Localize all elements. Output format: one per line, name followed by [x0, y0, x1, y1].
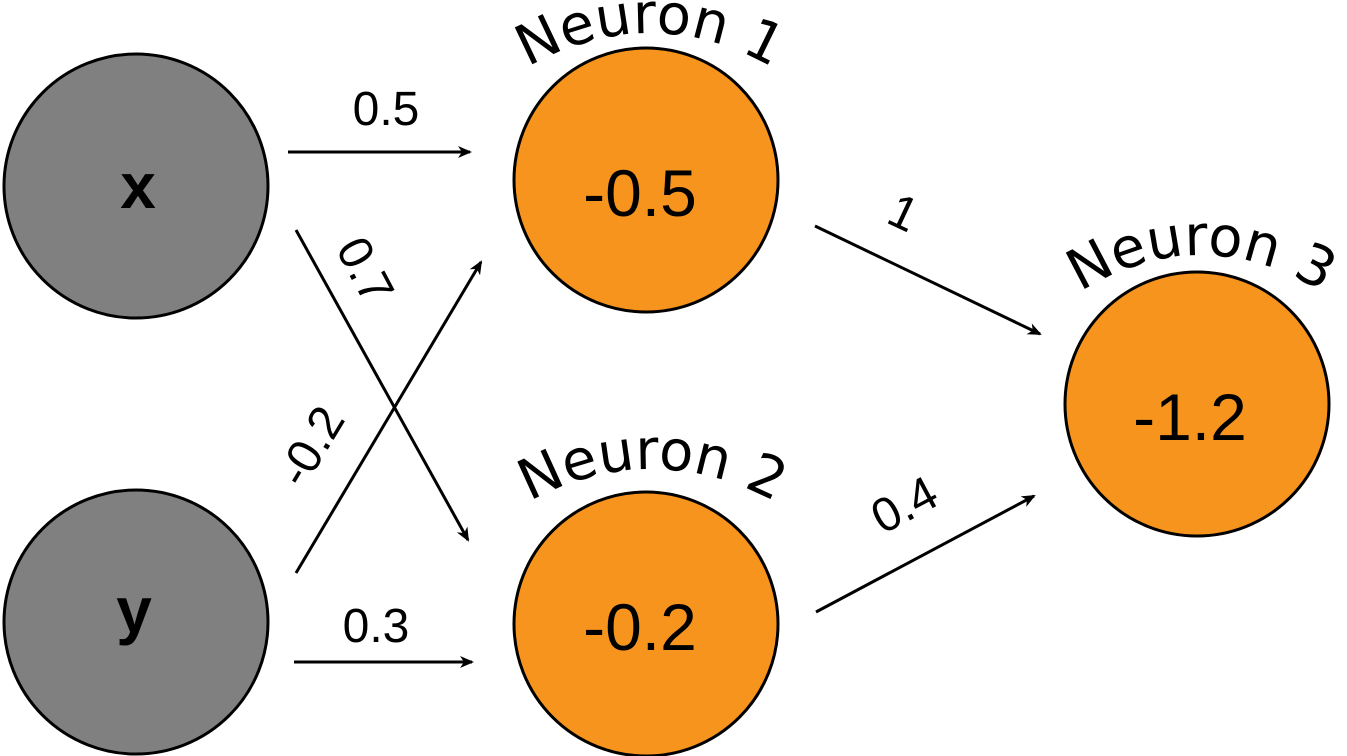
- neuron-2-value: -0.2: [583, 590, 697, 664]
- edge-neuron-1-to-neuron-3: [814, 224, 1042, 336]
- weight-label-x-n1: 0.5: [353, 83, 420, 136]
- weight-label-y-n2: 0.3: [343, 600, 410, 653]
- edge-x-to-neuron-2: [294, 229, 470, 542]
- edge-neuron-2-to-neuron-3: [815, 494, 1036, 614]
- input-label-y: y: [116, 574, 152, 646]
- neuron-3-value: -1.2: [1133, 380, 1247, 454]
- input-node-x: x: [2, 52, 270, 320]
- neuron-node-2: -0.2 Neuron 2: [508, 418, 797, 756]
- edge-y-to-neuron-1: [294, 260, 483, 574]
- weight-label-y-n1: -0.2: [268, 397, 356, 495]
- neuron-node-1: -0.5 Neuron 1: [505, 0, 795, 314]
- weight-label-n2-n3: 0.4: [863, 466, 947, 544]
- weight-label-x-n2: 0.7: [325, 229, 403, 313]
- input-label-x: x: [120, 150, 156, 222]
- weight-label-n1-n3: 1: [880, 184, 927, 243]
- input-node-y: y: [2, 488, 270, 756]
- neuron-node-3: -1.2 Neuron 3: [1056, 204, 1347, 538]
- neuron-1-value: -0.5: [583, 156, 697, 230]
- edges: [288, 146, 1042, 668]
